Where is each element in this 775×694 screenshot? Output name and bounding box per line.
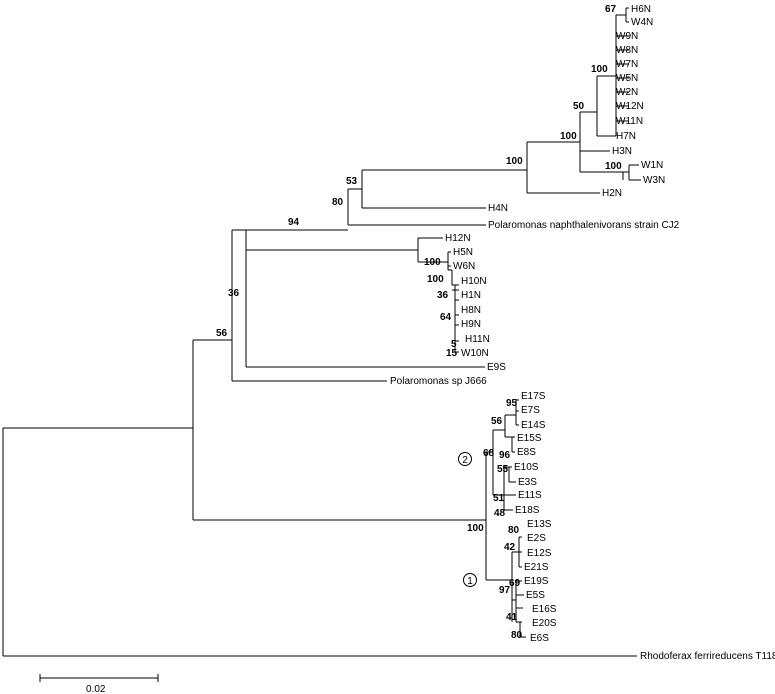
leaf-label-h8n: H8N	[461, 305, 481, 316]
scale-bar-label: 0.02	[86, 684, 106, 694]
leaf-label-e12s: E12S	[527, 548, 552, 559]
bootstrap-value: 15	[446, 348, 458, 359]
leaf-label-e17s: E17S	[521, 391, 546, 402]
leaf-label-e9s: E9S	[487, 362, 506, 373]
bootstrap-value: 100	[424, 257, 441, 268]
leaf-label-e7s: E7S	[521, 405, 540, 416]
bootstrap-value: 69	[509, 578, 521, 589]
bootstrap-values: 67 100 50 100 100 100 53 80 94 100 100 3…	[216, 4, 622, 641]
cluster-number: 2	[462, 455, 468, 466]
leaf-label-h12n: H12N	[445, 233, 471, 244]
leaf-label-h6n: H6N	[631, 4, 651, 15]
leaf-label-w11n: W11N	[616, 116, 643, 127]
leaf-label-e14s: E14S	[521, 420, 546, 431]
bootstrap-value: 5	[451, 339, 457, 350]
bootstrap-value: 64	[440, 312, 452, 323]
bootstrap-value: 100	[467, 523, 484, 534]
bootstrap-value: 96	[499, 450, 511, 461]
leaf-label-e5s: E5S	[526, 590, 545, 601]
bootstrap-value: 50	[573, 101, 585, 112]
leaf-label-cj2: Polaromonas naphthalenivorans strain CJ2	[488, 220, 680, 231]
leaf-label-w8n: W8N	[616, 45, 638, 56]
leaf-label-e13s: E13S	[527, 519, 552, 530]
bootstrap-value: 95	[506, 398, 518, 409]
leaf-label-w6n: W6N	[453, 261, 475, 272]
leaf-label-e8s: E8S	[517, 447, 536, 458]
leaf-label-h10n: H10N	[461, 276, 487, 287]
bootstrap-value: 94	[288, 217, 300, 228]
leaf-label-e11s: E11S	[518, 490, 542, 501]
leaf-label-w10n: W10N	[461, 348, 489, 359]
leaf-labels: H6N W4N W9N W8N W7N W5N W2N W12N W11N H7…	[390, 4, 775, 662]
leaf-label-e18s: E18S	[515, 505, 540, 516]
leaf-label-h2n: H2N	[602, 188, 622, 199]
leaf-label-h4n: H4N	[488, 203, 508, 214]
leaf-label-e16s: E16S	[532, 604, 557, 615]
cluster-markers: 1 2	[458, 452, 477, 587]
bootstrap-value: 56	[491, 416, 503, 427]
bootstrap-value: 36	[228, 288, 240, 299]
bootstrap-value: 41	[506, 612, 518, 623]
bootstrap-value: 100	[591, 64, 608, 75]
bootstrap-value: 100	[427, 274, 444, 285]
leaf-label-h7n: H7N	[616, 131, 636, 142]
bootstrap-value: 100	[560, 131, 577, 142]
leaf-label-h11n: H11N	[465, 334, 490, 345]
bootstrap-value: 68	[483, 448, 495, 459]
bootstrap-value: 42	[504, 542, 516, 553]
leaf-label-j666: Polaromonas sp J666	[390, 376, 487, 387]
bootstrap-value: 100	[605, 161, 622, 172]
leaf-label-e2s: E2S	[527, 533, 546, 544]
bootstrap-value: 36	[437, 290, 449, 301]
leaf-label-e10s: E10S	[514, 462, 539, 473]
bootstrap-value: 56	[216, 328, 228, 339]
leaf-label-h5n: H5N	[453, 247, 473, 258]
bootstrap-value: 53	[346, 176, 358, 187]
bootstrap-value: 48	[494, 508, 506, 519]
bootstrap-value: 80	[511, 630, 523, 641]
leaf-label-e6s: E6S	[530, 633, 549, 644]
leaf-label-w3n: W3N	[643, 175, 665, 186]
bootstrap-value: 97	[499, 585, 511, 596]
cluster-number: 1	[467, 576, 473, 587]
bootstrap-value: 100	[506, 156, 523, 167]
leaf-label-h3n: H3N	[612, 146, 632, 157]
bootstrap-value: 67	[605, 4, 617, 15]
bootstrap-value: 55	[497, 464, 509, 475]
bootstrap-value: 80	[332, 197, 344, 208]
cluster-marker-2: 2	[458, 452, 472, 466]
leaf-label-w12n: W12N	[616, 101, 644, 112]
leaf-label-e19s: E19S	[524, 576, 549, 587]
leaf-label-e3s: E3S	[518, 477, 537, 488]
leaf-label-h1n: H1N	[461, 290, 481, 301]
leaf-label-w5n: W5N	[616, 73, 638, 84]
tree-branches	[2, 7, 641, 682]
leaf-label-e21s: E21S	[524, 562, 549, 573]
leaf-label-e15s: E15S	[517, 433, 542, 444]
leaf-label-w1n: W1N	[641, 160, 663, 171]
leaf-label-w9n: W9N	[616, 31, 638, 42]
leaf-label-e20s: E20S	[532, 618, 557, 629]
leaf-label-w7n: W7N	[616, 59, 638, 70]
leaf-label-h9n: H9N	[461, 319, 481, 330]
leaf-label-w4n: W4N	[631, 17, 653, 28]
bootstrap-value: 80	[508, 525, 520, 536]
leaf-label-t118: Rhodoferax ferrireducens T118	[640, 651, 775, 662]
cluster-marker-1: 1	[463, 573, 477, 587]
leaf-label-w2n: W2N	[616, 87, 638, 98]
bootstrap-value: 51	[493, 493, 505, 504]
